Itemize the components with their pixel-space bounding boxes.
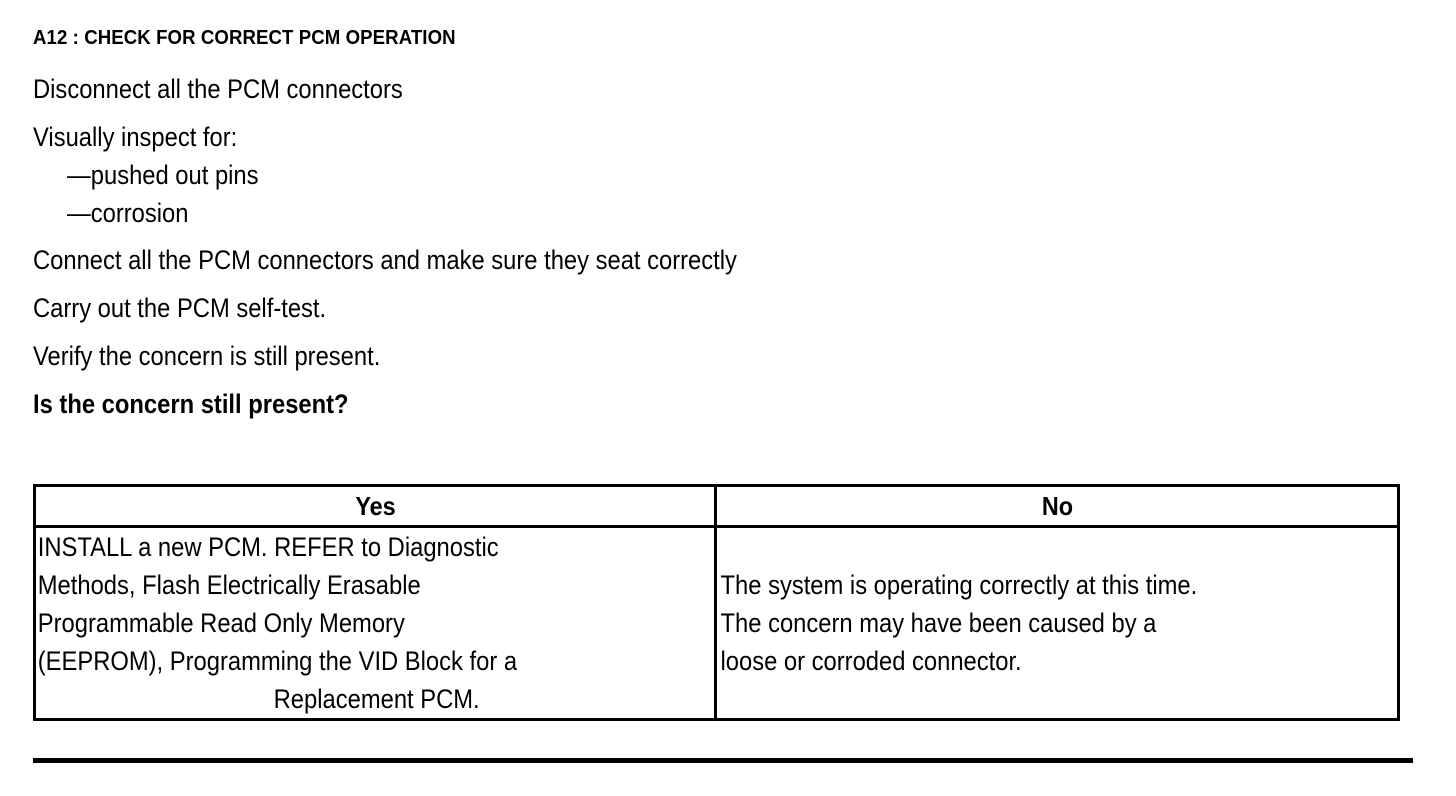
decision-table-cell-yes: INSTALL a new PCM. REFER to Diagnostic M… <box>33 525 717 721</box>
footer-rule <box>33 758 1413 763</box>
procedure-line-self-test: Carry out the PCM self-test. <box>33 293 327 323</box>
procedure-line-connect: Connect all the PCM connectors and make … <box>33 245 737 275</box>
decision-table-body-row: INSTALL a new PCM. REFER to Diagnostic M… <box>33 525 1400 721</box>
procedure-line-inspect-intro: Visually inspect for: <box>33 122 238 152</box>
decision-table-header-yes: Yes <box>67 484 683 528</box>
no-cell-line: The concern may have been caused by a <box>720 608 1157 638</box>
no-cell-line: The system is operating correctly at thi… <box>720 570 1198 600</box>
yes-cell-line: INSTALL a new PCM. REFER to Diagnostic <box>37 532 499 562</box>
yes-cell-line: (EEPROM), Programming the VID Block for … <box>37 646 518 676</box>
decision-table-header-row: Yes No <box>35 484 1399 528</box>
no-cell-line: loose or corroded connector. <box>720 646 1022 676</box>
procedure-bullet-pushed-out-pins: —pushed out pins <box>67 160 259 190</box>
yes-cell-line: Replacement PCM. <box>273 684 480 714</box>
no-cell-text: The system is operating correctly at thi… <box>717 566 1400 680</box>
yes-cell-line: Programmable Read Only Memory <box>37 608 405 638</box>
decision-table-header-no: No <box>748 484 1366 528</box>
yes-cell-text: INSTALL a new PCM. REFER to Diagnostic M… <box>36 528 716 718</box>
decision-table: Yes No INSTALL a new PCM. REFER to Diagn… <box>33 484 1400 721</box>
step-heading: A12 : CHECK FOR CORRECT PCM OPERATION <box>33 27 456 49</box>
decision-table-cell-no: The system is operating correctly at thi… <box>714 525 1400 721</box>
procedure-question: Is the concern still present? <box>33 389 349 419</box>
procedure-line-disconnect: Disconnect all the PCM connectors <box>33 74 403 104</box>
procedure-bullet-corrosion: —corrosion <box>67 198 189 228</box>
yes-cell-line: Methods, Flash Electrically Erasable <box>37 570 421 600</box>
procedure-line-verify: Verify the concern is still present. <box>33 341 381 371</box>
